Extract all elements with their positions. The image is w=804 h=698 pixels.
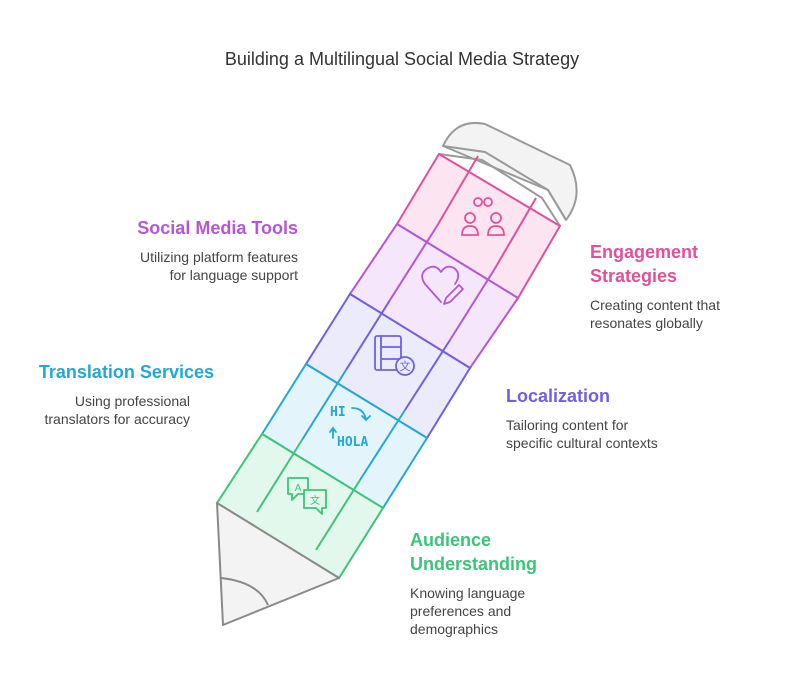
film-translate-glyph: 文 <box>400 359 411 373</box>
localization-description: Tailoring content for specific cultural … <box>506 417 658 451</box>
social-tools-description: Utilizing platform features for language… <box>140 249 298 283</box>
speech-wen-glyph: 文 <box>310 494 320 507</box>
label-localization: Localization Tailoring content for speci… <box>506 384 736 452</box>
pencil-ferrule-band <box>438 153 561 227</box>
film-translate-icon <box>374 335 415 376</box>
pencil-tip-lead <box>220 577 269 606</box>
label-engagement: Engagement Strategies Creating content t… <box>590 240 790 332</box>
label-social-tools: Social Media Tools Utilizing platform fe… <box>110 216 298 284</box>
translation-description: Using professional translators for accur… <box>44 393 191 427</box>
speech-a-glyph: A <box>295 483 302 494</box>
localization-title: Localization <box>506 386 611 406</box>
social-tools-title: Social Media Tools <box>137 218 298 238</box>
pencil-tip <box>216 502 340 626</box>
people-link-icon <box>461 197 505 236</box>
label-audience: Audience Understanding Knowing language … <box>410 528 610 638</box>
hi-hola-icon: HI HOLA <box>329 405 371 450</box>
audience-title: Audience Understanding <box>410 530 538 574</box>
pencil-ferrule <box>442 145 567 221</box>
diagram-title: Building a Multilingual Social Media Str… <box>224 49 580 69</box>
hi-text: HI <box>330 405 346 420</box>
pencil-eraser <box>442 122 578 221</box>
engagement-title: Engagement Strategies <box>590 242 699 286</box>
engagement-description: Creating content that resonates globally <box>590 297 720 331</box>
heart-pencil-icon <box>421 265 464 305</box>
speech-translate-icon <box>287 477 327 515</box>
translation-title: Translation Services <box>38 362 214 382</box>
label-translation: Translation Services Using professional … <box>20 360 214 428</box>
audience-description: Knowing language preferences and demogra… <box>410 585 526 637</box>
hola-text: HOLA <box>337 435 368 450</box>
